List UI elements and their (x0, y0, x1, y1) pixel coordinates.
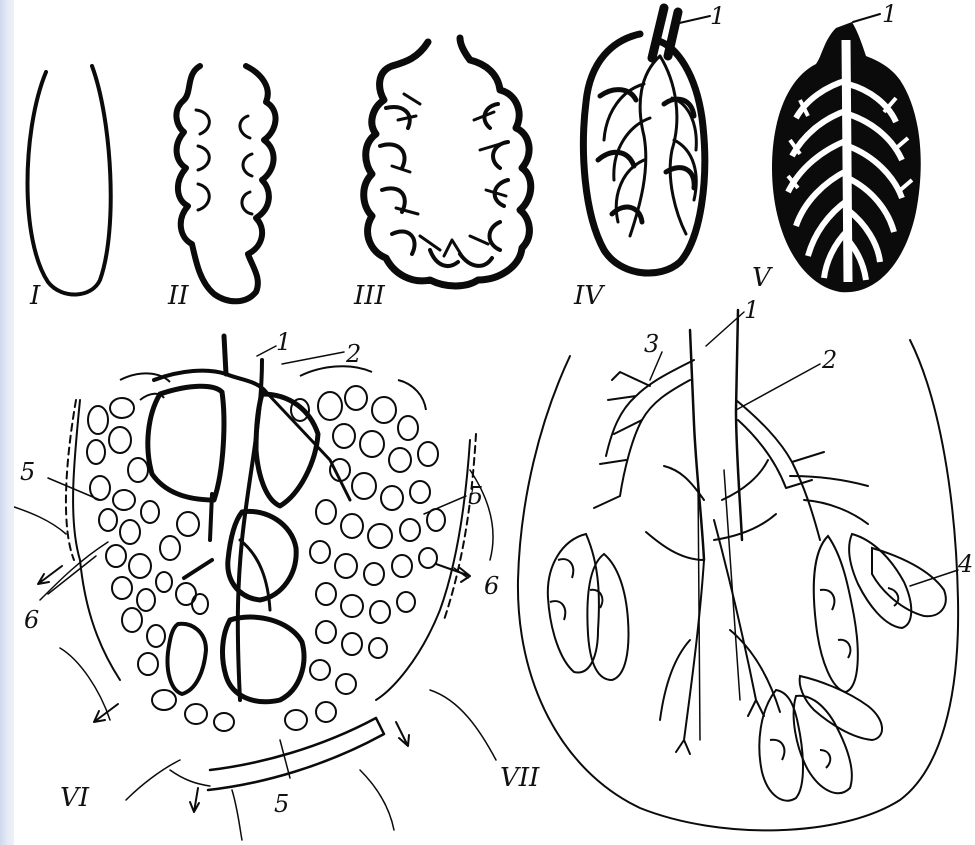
diagram-plate: I II III 1 IV 1 V (14, 0, 975, 845)
stage-7-callout-2: 2 (821, 346, 837, 374)
stage-7-callout-4: 4 (957, 550, 973, 578)
stage-2-figure: II (167, 66, 276, 311)
stage-7-figure: 1 2 3 4 VII (500, 296, 973, 830)
stage-7-callout-3: 3 (644, 330, 659, 358)
stage-6-callout-1: 1 (276, 328, 291, 356)
stage-4-callout-1: 1 (710, 2, 725, 30)
stage-5-label: V (752, 263, 773, 293)
stage-7-callout-1: 1 (744, 296, 759, 324)
stage-2-label: II (167, 281, 189, 311)
diagram-canvas: I II III 1 IV 1 V (14, 0, 975, 845)
stage-6-callout-2: 2 (345, 340, 361, 368)
stage-1-figure: I (28, 66, 111, 311)
alveolar-network (87, 366, 445, 731)
stage-4-label: IV (573, 281, 605, 311)
stage-6-callout-6-right: 6 (484, 572, 499, 600)
stage-3-figure: III (353, 38, 531, 311)
stage-6-callout-5-left: 5 (20, 458, 35, 486)
stage-5-callout-1: 1 (882, 0, 897, 28)
stage-6-callout-5-bottom: 5 (274, 790, 289, 818)
stage-4-figure: 1 IV (573, 2, 725, 311)
stage-6-label: VI (60, 783, 90, 813)
stage-7-label: VII (500, 763, 540, 793)
stage-6-figure: 1 2 5 5 5 6 6 VI (14, 328, 499, 840)
stage-1-label: I (29, 281, 41, 311)
stage-6-callout-5-right: 5 (468, 482, 483, 510)
stage-6-callout-6-left: 6 (24, 606, 39, 634)
acini-clusters (548, 534, 946, 801)
stage-5-figure: 1 V (752, 0, 921, 293)
stage-3-label: III (353, 281, 386, 311)
